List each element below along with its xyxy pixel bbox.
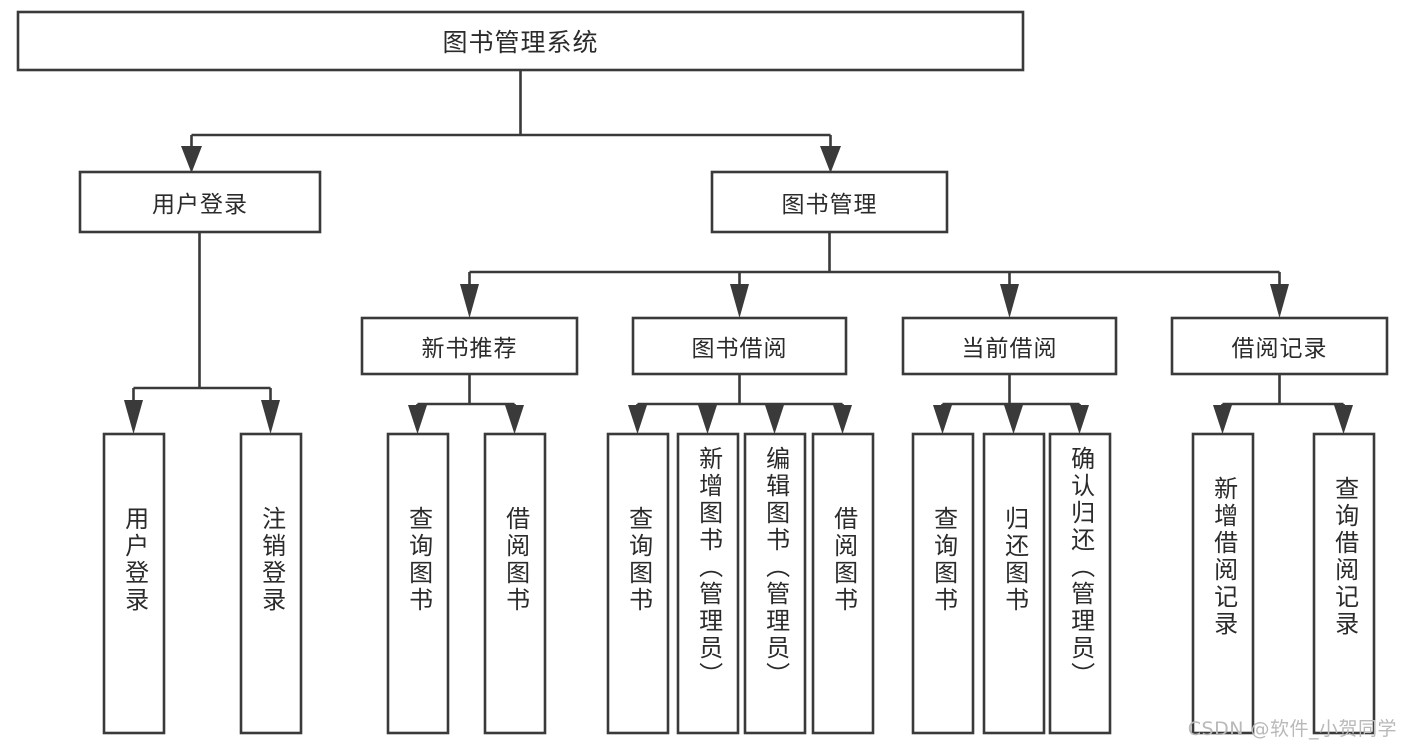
node-current-borrow-box[interactable] — [901, 316, 1118, 376]
leaf-logout-box[interactable] — [239, 432, 303, 735]
connector-book-borrow-bus — [636, 374, 844, 408]
arrow-root-to-user-login — [181, 146, 202, 173]
arrow-to-leaf-return-book — [1004, 405, 1023, 434]
node-new-book-recommend-box[interactable] — [360, 316, 579, 376]
leaf-edit-book-box[interactable] — [743, 432, 807, 735]
arrow-to-leaf-borrow-book-recommend — [505, 405, 524, 434]
arrow-to-book-borrow — [730, 284, 749, 318]
connector-borrow-record-bus — [1221, 374, 1345, 408]
leaf-user-login-box[interactable] — [102, 432, 166, 735]
arrow-to-new-book-recommend — [460, 284, 479, 318]
arrow-to-leaf-add-borrow-record — [1213, 405, 1232, 434]
arrow-to-leaf-query-book-current — [933, 405, 952, 434]
connector-current-borrow-bus — [941, 374, 1081, 408]
leaf-query-borrow-record-box[interactable] — [1312, 432, 1376, 735]
arrow-to-leaf-borrow-book — [833, 405, 852, 434]
arrow-to-borrow-record — [1270, 284, 1289, 318]
leaf-borrow-book-recommend-box[interactable] — [483, 432, 547, 735]
arrow-to-leaf-query-book-recommend — [408, 405, 427, 434]
leaf-query-book-current-box[interactable] — [911, 432, 975, 735]
node-root-box[interactable] — [16, 10, 1025, 72]
arrow-to-leaf-logout — [261, 400, 280, 434]
leaf-query-book-recommend-box[interactable] — [386, 432, 450, 735]
arrow-to-leaf-query-book-borrow — [628, 405, 647, 434]
arrow-to-leaf-confirm-return — [1070, 405, 1089, 434]
connector-new-book-recommend-bus — [416, 374, 516, 408]
leaf-query-book-borrow-box[interactable] — [606, 432, 670, 735]
arrow-to-leaf-user-login — [124, 400, 143, 434]
node-user-login-box[interactable] — [78, 170, 322, 234]
node-book-borrow-box[interactable] — [631, 316, 848, 376]
connector-root-bus — [190, 70, 832, 148]
connector-book-management-bus — [468, 232, 1281, 286]
connector-user-login-bus — [132, 232, 272, 402]
node-borrow-record-box[interactable] — [1170, 316, 1389, 376]
arrow-to-leaf-add-book — [698, 405, 717, 434]
leaf-add-book-box[interactable] — [676, 432, 740, 735]
arrow-to-leaf-query-borrow-record — [1334, 405, 1353, 434]
leaf-add-borrow-record-box[interactable] — [1191, 432, 1255, 735]
arrow-to-leaf-edit-book — [765, 405, 784, 434]
arrow-to-current-borrow — [1000, 284, 1019, 318]
leaf-confirm-return-box[interactable] — [1048, 432, 1112, 735]
arrow-root-to-book-management — [820, 146, 841, 173]
leaf-borrow-book-box[interactable] — [811, 432, 875, 735]
leaf-return-book-box[interactable] — [982, 432, 1046, 735]
node-book-management-box[interactable] — [710, 170, 949, 234]
